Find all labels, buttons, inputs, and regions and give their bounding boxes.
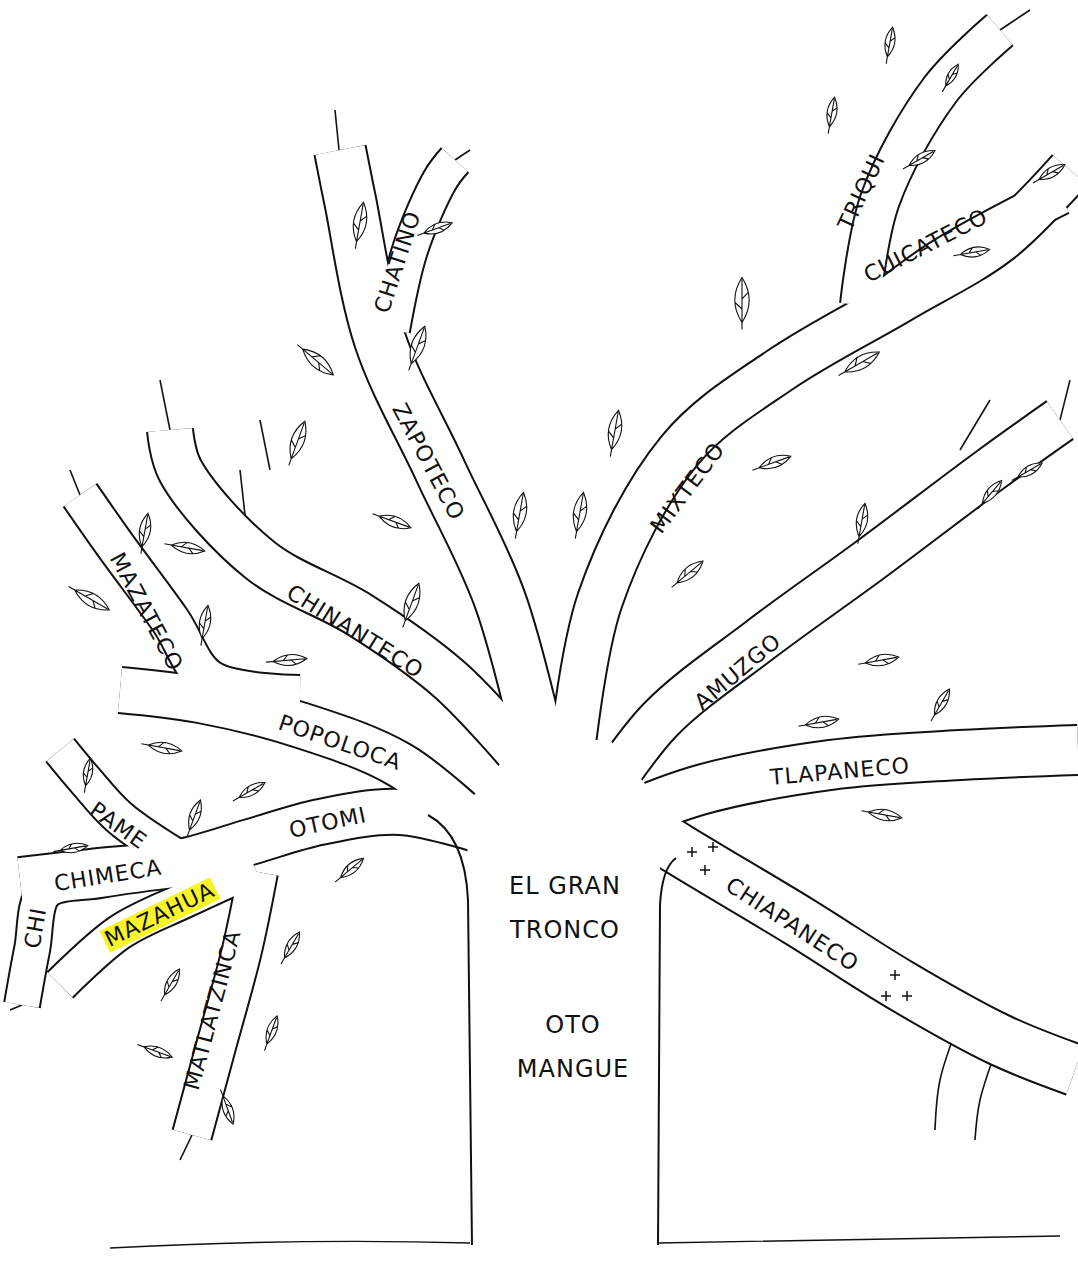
leaf [157, 967, 184, 1004]
ground-line [110, 1236, 1060, 1248]
cross-mark [890, 970, 900, 980]
leaf [953, 245, 991, 261]
twig [260, 420, 270, 470]
leaf [860, 805, 902, 823]
extinct-marks [687, 842, 912, 1001]
trunk-edge [428, 815, 472, 1245]
cross-mark [708, 842, 718, 852]
leaf [823, 96, 839, 134]
leaf [857, 652, 899, 670]
leaf [277, 930, 304, 967]
twig [10, 1005, 22, 1010]
branch-body [600, 800, 1075, 1070]
leaf [668, 557, 706, 592]
twig [455, 150, 470, 160]
leaf [974, 477, 1005, 512]
twig [180, 1135, 192, 1160]
branch-edge [600, 800, 1075, 1070]
leaf [195, 604, 213, 646]
leaf [216, 1088, 238, 1126]
leaf [371, 509, 413, 533]
cross-mark [902, 991, 912, 1001]
leaf [509, 491, 530, 540]
cross-mark [700, 865, 710, 875]
twig [70, 470, 80, 495]
trunk-fill [467, 740, 660, 1245]
leaf [797, 714, 839, 732]
leaf [260, 1014, 282, 1052]
twig [960, 400, 990, 450]
leaf [332, 855, 367, 886]
trunk-edge [658, 858, 676, 1245]
leaf [293, 340, 337, 380]
branch-body [620, 750, 1078, 820]
leaf [182, 798, 205, 838]
leaf [901, 146, 938, 173]
leaf [751, 451, 793, 475]
leaf [569, 491, 590, 540]
leaf [266, 653, 308, 667]
leaf [135, 512, 153, 554]
leaf [140, 738, 182, 756]
branch-label: EL GRAN TRONCO [498, 864, 632, 952]
leaf [1031, 160, 1068, 187]
leaf [735, 278, 749, 330]
leaf [53, 841, 89, 856]
leaves [53, 26, 1068, 1125]
leaf [604, 409, 625, 458]
leaf [349, 201, 370, 250]
twig [1000, 10, 1030, 30]
leaf [163, 538, 205, 556]
twig [1060, 380, 1070, 420]
leaf [80, 757, 95, 793]
leaf [835, 346, 882, 381]
twig [160, 380, 170, 430]
leaf [65, 581, 112, 616]
leaf [136, 1040, 174, 1062]
cross-mark [687, 847, 697, 857]
leaf [403, 324, 431, 373]
leaf [939, 62, 962, 94]
branch-body [570, 170, 1070, 770]
leaf [283, 419, 311, 468]
branch-body [80, 495, 300, 695]
leaf [231, 778, 268, 805]
leaf [397, 581, 425, 630]
branch-edge [80, 495, 300, 695]
branch-label: OTO MANGUE [506, 1003, 640, 1091]
branch-edge [620, 750, 1078, 820]
cross-mark [881, 991, 891, 1001]
leaf [852, 502, 870, 544]
leaf [1010, 459, 1045, 484]
leaf [881, 26, 897, 64]
leaf [927, 687, 954, 724]
